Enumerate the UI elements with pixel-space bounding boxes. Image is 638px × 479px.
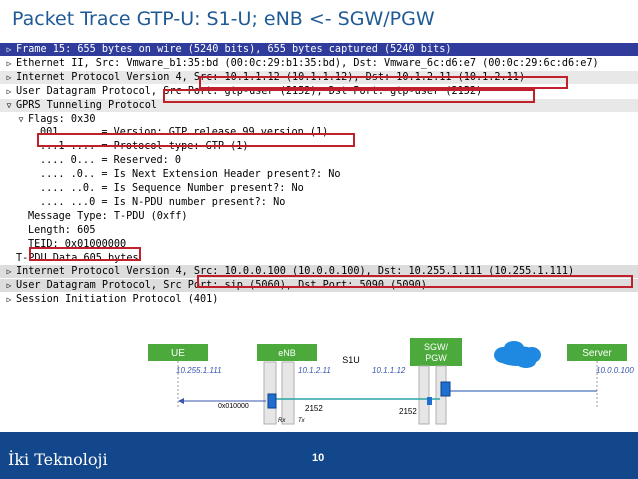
tree-row[interactable]: ▽ Flags: 0x30 — [0, 113, 638, 126]
expand-right-icon[interactable]: ▷ — [6, 45, 12, 54]
tree-row-label: Message Type: T-PDU (0xff) — [28, 210, 188, 222]
tree-row-label: T-PDU Data 605 bytes — [16, 252, 139, 264]
tree-row-label: User Datagram Protocol, Src Port: gtp-us… — [16, 85, 483, 97]
tree-row-label: .... ...0 = Is N-PDU number present?: No — [40, 196, 286, 208]
tree-row[interactable]: .... 0... = Reserved: 0 — [0, 154, 638, 167]
internet-cloud-icon — [494, 341, 541, 368]
tree-row-label: User Datagram Protocol, Src Port: sip (5… — [16, 280, 427, 292]
brand-name: İki Teknoloji — [8, 450, 108, 469]
expand-right-icon[interactable]: ▷ — [6, 295, 12, 305]
page-number: 10 — [312, 452, 325, 464]
tree-row[interactable]: T-PDU Data 605 bytes — [0, 252, 638, 265]
tree-row[interactable]: ▷ User Datagram Protocol, Src Port: gtp-u… — [0, 85, 638, 98]
tree-row-label: Internet Protocol Version 4, Src: 10.0.0… — [16, 266, 575, 278]
ue-label: UE — [171, 348, 185, 359]
tx-label: Tx — [298, 418, 306, 424]
highlight-inner-ip — [197, 275, 633, 288]
tree-row[interactable]: ▷ Session Initiation Protocol (401) — [0, 293, 638, 306]
tree-row[interactable]: ▷ User Datagram Protocol, Src Port: sip (… — [0, 279, 638, 293]
tree-row-label: .... 0... = Reserved: 0 — [40, 155, 182, 167]
highlight-gtp-version — [37, 133, 355, 147]
expand-right-icon[interactable]: ▷ — [6, 72, 12, 82]
tree-row-label: Flags: 0x30 — [28, 113, 96, 125]
slide-title: Packet Trace GTP-U: S1-U; eNB <- SGW/PGW — [12, 8, 435, 30]
tree-row[interactable]: 001. .... = Version: GTP release 99 vers… — [0, 126, 638, 139]
tree-row-label: .... ..0. = Is Sequence Number present?:… — [40, 183, 304, 194]
server-box — [567, 344, 627, 361]
rx-label: Rx — [278, 418, 286, 424]
ue-arrow-head — [178, 398, 184, 404]
expand-down-icon[interactable]: ▽ — [18, 114, 24, 124]
tree-row-label: 001. .... = Version: GTP release 99 vers… — [40, 127, 329, 139]
highlight-ip-src-dst — [199, 76, 568, 89]
s1u-label: S1U — [342, 355, 360, 365]
tree-row-label: Frame 15: 655 bytes on wire (5240 bits),… — [16, 44, 452, 55]
tree-row-label: Session Initiation Protocol (401) — [16, 294, 219, 306]
sgw-port-label: 2152 — [399, 407, 417, 416]
expand-right-icon[interactable]: ▷ — [6, 281, 12, 291]
enb-box — [257, 344, 317, 361]
enb-column-right — [281, 361, 295, 425]
tree-row-label: .... .0.. = Is Next Extension Header pre… — [40, 169, 341, 181]
tree-row[interactable]: ▷ Frame 15: 655 bytes on wire (5240 bits)… — [0, 43, 638, 56]
tree-row-label: GPRS Tunneling Protocol — [16, 99, 158, 111]
tree-row-label: Ethernet II, Src: Vmware_b1:35:bd (00:0c… — [16, 57, 599, 69]
sgw-marker — [440, 381, 451, 397]
sgw-marker-small — [427, 397, 432, 405]
sgw-box — [410, 338, 462, 366]
expand-down-icon[interactable]: ▽ — [6, 100, 12, 110]
tree-row[interactable]: Message Type: T-PDU (0xff) — [0, 210, 638, 223]
sgw-label-line1: SGW/ — [424, 342, 448, 352]
enb-ip: 10.1.2.11 — [298, 366, 331, 375]
enb-label: eNB — [278, 348, 296, 358]
tree-row[interactable]: .... .0.. = Is Next Extension Header pre… — [0, 168, 638, 181]
tree-row[interactable]: ▷ Ethernet II, Src: Vmware_b1:35:bd (00:0… — [0, 57, 638, 70]
footer-bar: İki Teknoloji 10 — [0, 432, 638, 479]
expand-right-icon[interactable]: ▷ — [6, 267, 12, 277]
expand-right-icon[interactable]: ▷ — [6, 86, 12, 96]
highlight-udp-ports — [163, 89, 535, 103]
enb-column-left — [263, 361, 277, 425]
expand-right-icon[interactable]: ▷ — [6, 58, 12, 68]
sgw-ip: 10.1.1.12 — [372, 366, 406, 375]
network-diagram: UE eNB S1U SGW/ PGW Server 10.255.1.111 … — [148, 338, 634, 425]
sgw-label-line2: PGW — [425, 353, 447, 363]
ue-ip: 10.255.1.111 — [176, 366, 222, 375]
ue-box — [148, 344, 208, 361]
tree-row-label: TEID: 0x01000000 — [28, 238, 127, 250]
teid-label: 0x010000 — [218, 403, 249, 410]
tree-row[interactable]: .... ..0. = Is Sequence Number present?:… — [0, 182, 638, 195]
highlight-teid — [29, 247, 141, 261]
tree-row[interactable]: .... ...0 = Is N-PDU number present?: No — [0, 196, 638, 209]
sgw-column-left — [418, 365, 430, 425]
tree-row-label: Length: 605 — [28, 224, 96, 236]
server-ip: 10.0.0.100 — [596, 366, 634, 375]
tree-row[interactable]: Length: 605 — [0, 224, 638, 237]
enb-port-label: 2152 — [305, 404, 323, 413]
tree-row[interactable]: TEID: 0x01000000 — [0, 238, 638, 251]
server-label: Server — [582, 348, 612, 359]
enb-rx-marker — [267, 393, 277, 409]
